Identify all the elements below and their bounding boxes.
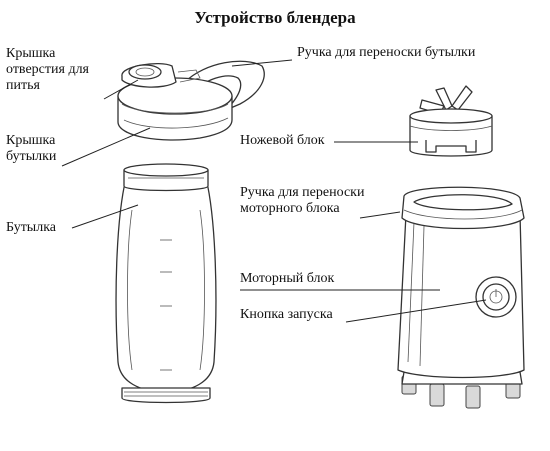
motor-unit-drawing (397, 186, 525, 409)
label-start-button: Кнопка запуска (240, 307, 333, 322)
label-blade-unit: Ножевой блок (240, 133, 325, 148)
label-drink-lid-line3: питья (6, 78, 40, 93)
label-bottle-handle: Ручка для переноски бутылки (297, 45, 476, 60)
callout-lines (61, 59, 487, 323)
label-motor-unit: Моторный блок (240, 271, 335, 286)
leader-bottle-lid (61, 127, 151, 167)
leader-bottle (71, 204, 139, 229)
bottle-lid-drawing (117, 60, 265, 141)
label-bottle-lid-line2: бутылки (6, 149, 57, 164)
leader-drink-lid (103, 79, 139, 100)
label-drink-lid-line2: отверстия для (6, 62, 89, 77)
label-motor-handle-line2: моторного блока (240, 201, 340, 216)
label-bottle: Бутылка (6, 220, 57, 235)
leader-motor-handle (359, 211, 401, 219)
label-drink-lid: Крышка отверстия для питья (6, 46, 89, 94)
label-motor-handle: Ручка для переноски моторного блока (240, 185, 364, 217)
label-motor-handle-line1: Ручка для переноски (240, 185, 365, 200)
bottle-drawing (115, 163, 217, 404)
label-bottle-lid: Крышка бутылки (6, 133, 56, 165)
label-drink-lid-line1: Крышка (6, 46, 56, 61)
label-bottle-lid-line1: Крышка (6, 133, 56, 148)
leader-bottle-handle (231, 59, 293, 67)
leader-start-button (345, 299, 487, 323)
diagram-title: Устройство блендера (194, 8, 356, 27)
blade-unit-drawing (409, 85, 493, 157)
